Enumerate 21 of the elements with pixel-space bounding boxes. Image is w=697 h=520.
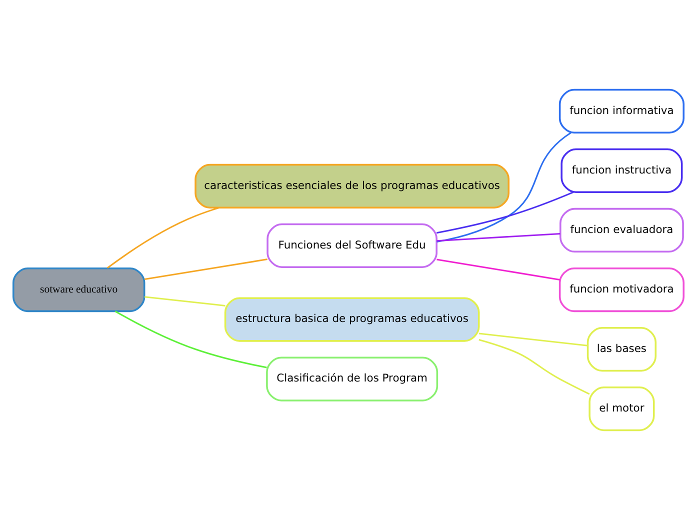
connector: [436, 258, 560, 280]
node-box: funcion instructiva: [560, 148, 683, 194]
node-box: las bases: [586, 326, 657, 372]
node-box: funcion evaluadora: [560, 208, 684, 253]
connector: [478, 332, 588, 346]
node-box: sotware educativo: [12, 267, 146, 312]
node-box: Clasificación de los Program: [266, 356, 438, 402]
node-box: estructura basica de programas educativos: [224, 297, 480, 342]
connector: [436, 191, 574, 234]
connector: [114, 310, 267, 368]
connector: [436, 232, 560, 242]
connector: [436, 132, 572, 243]
connector: [144, 258, 268, 280]
node-box: el motor: [588, 386, 655, 432]
node-box: caracteristicas esenciales de los programas educativos: [194, 164, 510, 209]
connector: [144, 296, 226, 306]
connector: [478, 339, 590, 395]
connector: [106, 206, 220, 269]
node-box: Funciones del Software Edu: [266, 223, 438, 268]
node-box: funcion motivadora: [558, 267, 685, 312]
node-box: funcion informativa: [558, 88, 685, 134]
